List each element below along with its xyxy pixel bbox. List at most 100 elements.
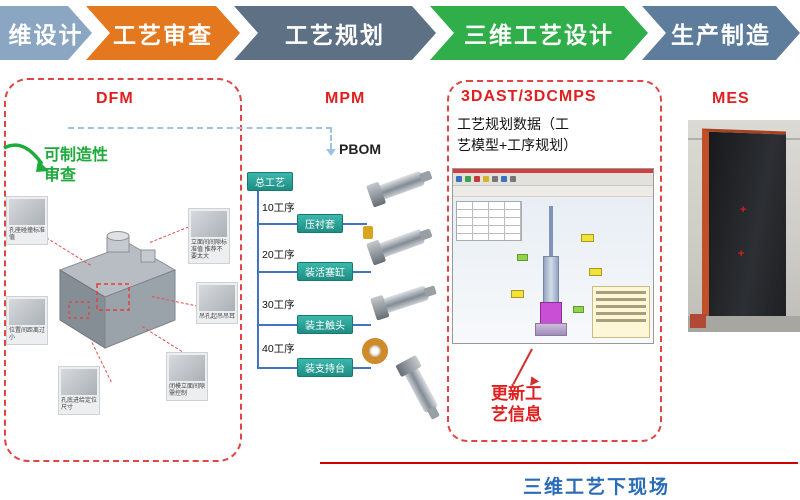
tdast-desc-line1: 工艺规划数据（工 [457,116,569,132]
mpm-connector [257,271,297,273]
mpm-root-node: 总工艺 [247,172,293,191]
dfm-callout: 孔底进给定位尺寸 [58,366,100,415]
dfm-callout: 位置间距离过小 [6,296,48,345]
callout-image [169,355,205,381]
cad-titlebar [453,169,653,173]
note-line [596,291,646,294]
note-line [596,305,646,308]
dfm-callout: 吊孔起吊吊耳 [196,282,238,324]
toolbar-icon [510,176,516,182]
cad-parameter-table [456,201,522,241]
product-panel [702,128,786,320]
part-image [370,285,437,321]
cad-3d-viewport [453,198,653,343]
part-tip [426,405,440,420]
cad-note-panel [592,286,650,338]
mpm-connector [257,324,297,326]
dfm-callout: 闭模立面间隙需控制 [166,352,208,401]
toolbar-icon [501,176,507,182]
tdast-title: 3DAST/3DCMPS [461,88,597,105]
stage-arrow-3d-design: 维设计 [0,6,92,60]
mpm-connector [257,223,297,225]
cad-toolbar-row2 [453,186,653,197]
callout-caption: 立面间间隙标准值 推荐不要太大 [191,240,228,260]
tdast-description: 工艺规划数据（工 艺模型+工序规划） [457,114,577,156]
callout-image [191,211,227,237]
cad-toolbar [453,173,653,186]
registration-mark-icon: + [738,248,745,260]
registration-mark-icon: + [740,204,747,216]
mpm-connector [353,367,371,369]
part-tip [419,228,433,241]
mpm-task-node: 装活塞缸 [297,262,353,281]
dfm-title: DFM [96,90,134,107]
tdast-panel [447,80,662,442]
pbom-link-line [68,127,332,129]
mpm-title: MPM [325,90,366,107]
pbom-label: PBOM [339,141,381,157]
update-line2: 艺信息 [491,405,542,424]
footer-divider [320,462,798,464]
toolbar-icon [492,176,498,182]
tdast-desc-line2: 艺模型+工序规划） [457,137,578,153]
mpm-task-node: 装主触头 [297,315,353,334]
note-line [596,319,646,322]
toolbar-icon [474,176,480,182]
stage-arrow-label: 工艺审查 [113,22,213,48]
mpm-connector [353,324,371,326]
callout-image [9,199,45,225]
review-line1: 可制造性 [44,147,109,164]
mpm-connector [257,367,297,369]
callout-image [199,285,235,311]
mpm-step-label: 10工序 [262,202,295,214]
balloon-tag-icon [511,290,524,298]
assembly-base [535,323,567,336]
mpm-trunk-line [257,191,259,369]
toolbar-icon [465,176,471,182]
stage-arrow-production: 生产制造 [642,6,800,60]
balloon-tag-icon [589,268,602,276]
pbom-arrow-icon [326,149,336,156]
review-line2: 审查 [44,167,77,184]
stage-arrow-label: 生产制造 [671,22,771,48]
assembly-rod [549,206,553,258]
balloon-tag-icon [573,306,584,313]
toolbar-icon [483,176,489,182]
stage-arrow-process-planning: 工艺规划 [234,6,436,60]
assembly-tube [543,256,559,304]
callout-caption: 孔座碰撞标准值 [9,228,46,241]
callout-image [9,299,45,325]
part-image [366,228,433,266]
toolbar-icon [456,176,462,182]
balloon-tag-icon [517,254,528,261]
dfm-callout: 孔座碰撞标准值 [6,196,48,245]
part-image [366,170,433,208]
mes-title: MES [712,90,750,107]
callout-caption: 吊孔起吊吊耳 [199,314,236,320]
mpm-connector [353,271,371,273]
update-process-info-label: 更新工 艺信息 [491,383,542,425]
note-line [596,312,646,315]
part-body [376,228,426,259]
callout-caption: 闭模立面间隙需控制 [169,384,206,397]
note-line [596,298,646,301]
callout-image [61,369,97,395]
stage-arrow-process-review: 工艺审查 [86,6,240,60]
assembly-highlight [540,302,562,324]
pbom-link-line [330,127,332,149]
footer-caption: 三维工艺下现场 [523,477,671,498]
part-image-gold [363,226,373,239]
balloon-tag-icon [581,234,594,242]
stage-arrow-label: 工艺规划 [285,22,385,48]
part-body [376,170,426,201]
review-arrow-icon [3,143,49,172]
callout-caption: 位置间距离过小 [9,328,46,341]
mpm-task-node: 压衬套 [297,214,343,233]
mes-photo: + + [688,120,800,332]
stage-arrow-label: 三维工艺设计 [464,22,614,48]
stage-arrow-label: 维设计 [8,22,84,48]
mpm-step-label: 40工序 [262,343,295,355]
update-line1: 更新工 [491,384,542,403]
part-image [395,354,440,420]
